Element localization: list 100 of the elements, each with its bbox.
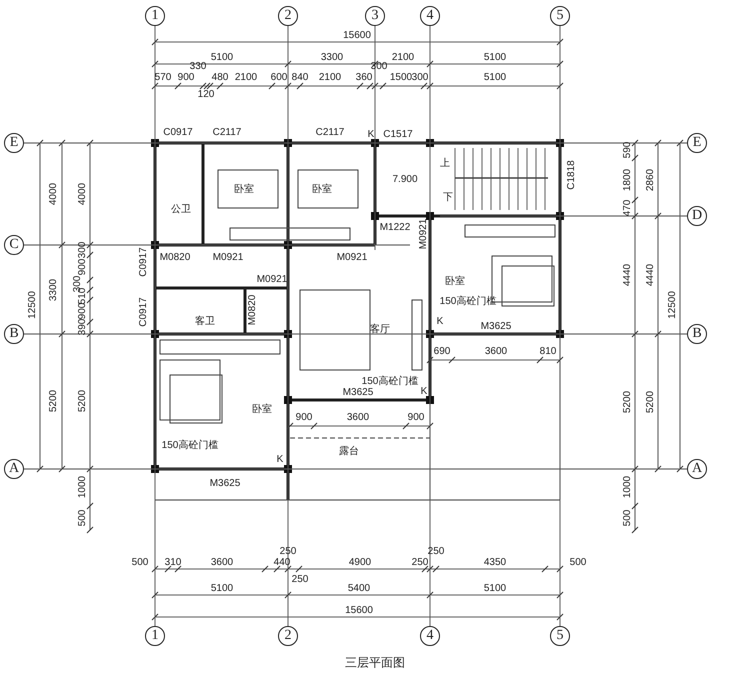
- dimension-text: 2100: [318, 73, 342, 83]
- dimension-text: 1000: [78, 476, 88, 498]
- room-label: 卧室: [252, 405, 272, 415]
- dimension-text: 900: [78, 302, 88, 320]
- dimension-text: 5200: [623, 390, 633, 414]
- axis-line: [24, 468, 688, 470]
- dimension-text: 4440: [623, 264, 633, 286]
- note-text: 下: [443, 193, 453, 203]
- dimension-text: 12500: [668, 291, 678, 319]
- axis-bubble: B: [4, 324, 24, 344]
- door-code: M1222: [380, 223, 410, 233]
- dimension-text: 500: [570, 558, 586, 568]
- door-code: M3625: [480, 322, 512, 332]
- dimension-text: 12500: [28, 291, 38, 319]
- note-text: 150高砼门槛: [362, 377, 418, 387]
- dimension-text: 4350: [484, 558, 506, 568]
- dimension-text: 1500: [390, 73, 412, 83]
- room-label: 卧室: [312, 185, 332, 195]
- dimension-text: 5100: [210, 53, 234, 63]
- window-code: C1517: [383, 130, 413, 140]
- dimension-text: 5200: [49, 390, 59, 412]
- axis-bubble: 4: [420, 626, 440, 646]
- dimension-text: 3300: [320, 53, 344, 63]
- dimension-text: 600: [270, 73, 288, 83]
- axis-line: [154, 26, 156, 626]
- dimension-text: 250: [412, 558, 428, 568]
- dimension-text: 300: [78, 242, 88, 258]
- dimension-text: 2100: [234, 73, 258, 83]
- dimension-text: 5100: [484, 584, 506, 594]
- dimension-text: 5400: [348, 584, 370, 594]
- dimension-text: 5100: [210, 584, 234, 594]
- dimension-text: 4440: [646, 264, 656, 286]
- dimension-text: 15600: [345, 606, 373, 616]
- axis-bubble: 1: [145, 6, 165, 26]
- room-label: 露台: [339, 447, 359, 457]
- k-mark: K: [368, 130, 374, 140]
- window-code: C0917: [139, 297, 149, 327]
- axis-bubble: 3: [365, 6, 385, 26]
- axis-bubble: 4: [420, 6, 440, 26]
- dimension-text: 310: [164, 558, 182, 568]
- axis-bubble: A: [687, 459, 707, 479]
- axis-bubble: D: [687, 206, 707, 226]
- k-mark: K: [276, 455, 284, 465]
- window-code: C2117: [316, 128, 344, 138]
- dimension-text: 3300: [49, 278, 59, 302]
- dimension-text: 840: [292, 73, 308, 83]
- door-code: M3625: [210, 479, 240, 489]
- dimension-text: 900: [408, 413, 424, 423]
- dimension-text: 470: [623, 200, 633, 216]
- note-text: 150高砼门槛: [162, 441, 218, 451]
- dimension-text: 1000: [623, 476, 633, 498]
- dimension-text: 2100: [392, 53, 414, 63]
- dimension-text: 690: [434, 347, 450, 357]
- dimension-text: 5200: [646, 390, 656, 414]
- window-code: C0917: [163, 128, 193, 138]
- room-label: 公卫: [171, 205, 191, 215]
- dimension-text: 250: [292, 575, 308, 585]
- dimension-text: 5100: [484, 53, 506, 63]
- caption: 三层平面图: [345, 654, 405, 672]
- dimension-text: 500: [78, 510, 88, 526]
- door-code: M0820: [248, 294, 258, 326]
- dimension-text: 120: [198, 90, 214, 100]
- room-label: 客卫: [195, 317, 215, 327]
- dimension-text: 15600: [343, 31, 371, 41]
- axis-bubble: 5: [550, 6, 570, 26]
- door-code: M0921: [256, 275, 288, 285]
- window-code: C2117: [212, 128, 242, 138]
- dimension-text: 2860: [646, 168, 656, 192]
- dimension-text: 3600: [210, 558, 234, 568]
- dimension-text: 300: [412, 73, 428, 83]
- k-mark: K: [420, 387, 428, 397]
- door-code: M3625: [342, 388, 374, 398]
- k-mark: K: [436, 317, 444, 327]
- room-label: 卧室: [234, 185, 254, 195]
- axis-line: [24, 142, 688, 144]
- axis-bubble: A: [4, 459, 24, 479]
- door-code: M0921: [336, 253, 368, 263]
- dimension-text: 4900: [348, 558, 372, 568]
- dimension-text: 810: [540, 347, 556, 357]
- dimension-text: 5200: [78, 390, 88, 412]
- dimension-text: 3600: [346, 413, 370, 423]
- door-code: M0921: [419, 218, 429, 250]
- dimension-text: 590: [623, 142, 633, 158]
- dimension-text: 1800: [623, 168, 633, 192]
- note-text: 7.900: [392, 175, 418, 185]
- dimension-text: 500: [623, 510, 633, 526]
- dimension-text: 900: [78, 258, 88, 276]
- dimension-text: 900: [178, 73, 194, 83]
- dimension-text: 900: [296, 413, 312, 423]
- dimension-text: 4000: [78, 182, 88, 206]
- axis-line: [374, 26, 376, 250]
- axis-bubble: 5: [550, 626, 570, 646]
- note-text: 150高砼门槛: [440, 297, 496, 307]
- dimension-text: 330: [190, 62, 206, 72]
- dimension-text: 3600: [484, 347, 508, 357]
- axis-bubble: 1: [145, 626, 165, 646]
- dimension-text: 480: [212, 73, 228, 83]
- door-code: M0820: [160, 253, 190, 263]
- axis-bubble: 2: [278, 6, 298, 26]
- room-label: 卧室: [445, 277, 465, 287]
